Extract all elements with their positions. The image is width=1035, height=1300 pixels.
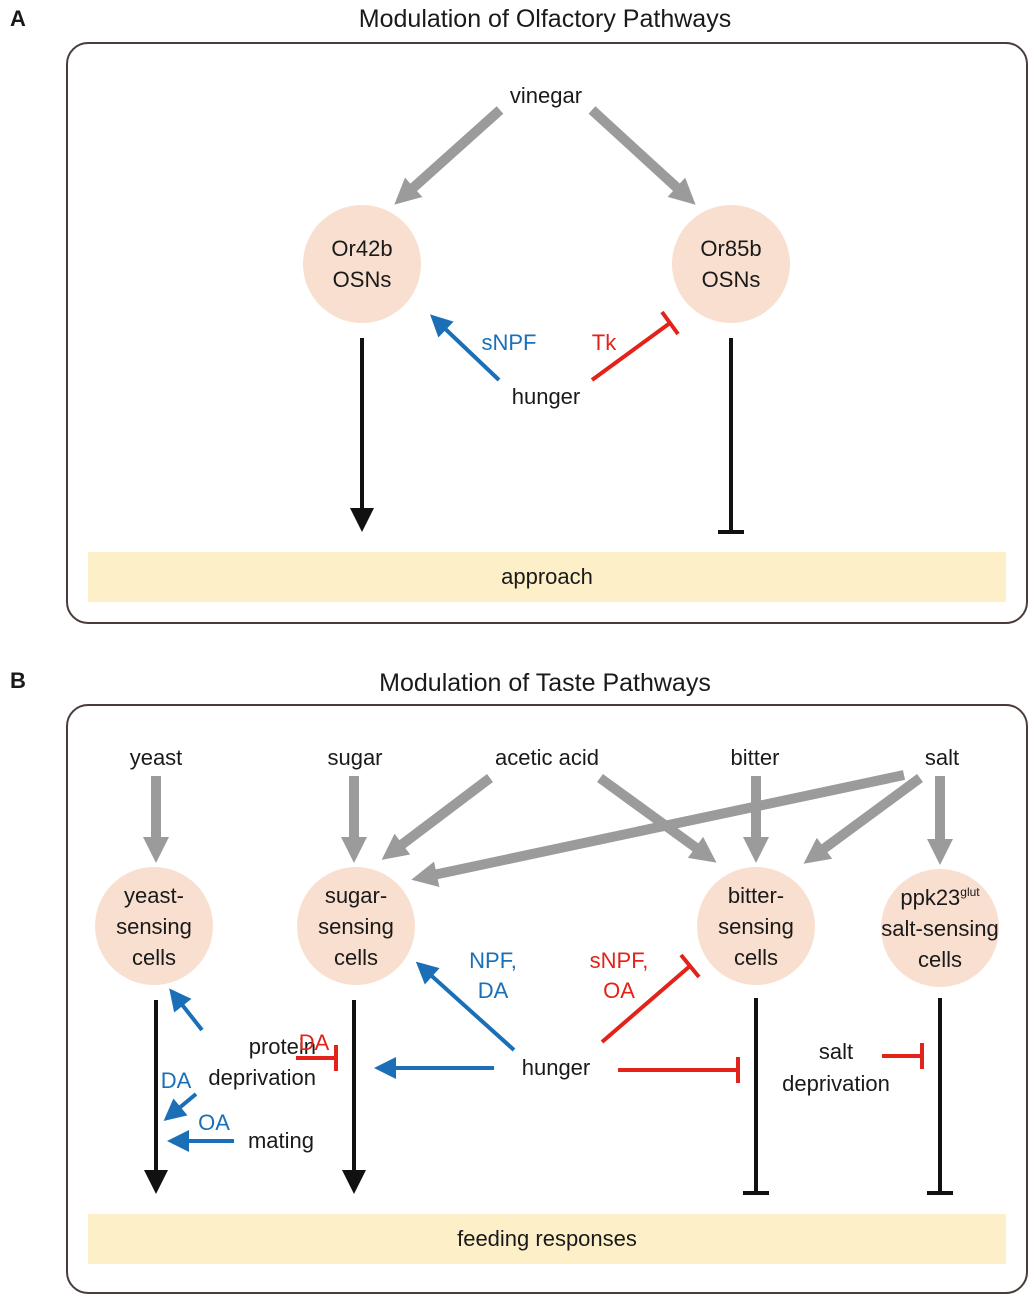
panel-a-letter: A xyxy=(10,6,26,31)
or85b-inhibits-approach xyxy=(718,338,744,534)
hunger-snpf-arrow xyxy=(430,314,501,382)
da-red-label: DA xyxy=(298,1030,330,1055)
salt-cells-inhibit-feeding xyxy=(927,998,953,1195)
bitter-sensing-node: bitter- sensing cells xyxy=(697,867,815,985)
hunger-inhibits-bitter-pathway xyxy=(618,1057,740,1083)
protein-da-to-yeast-pathway-arrow xyxy=(163,1092,198,1122)
oa-label: OA xyxy=(198,1110,230,1135)
feeding-responses-label: feeding responses xyxy=(457,1226,637,1251)
salt-label: salt xyxy=(924,745,960,770)
protein-deprivation-label: protein deprivation xyxy=(208,1034,316,1090)
hunger-label-a: hunger xyxy=(511,384,581,409)
approach-label: approach xyxy=(501,564,593,589)
hunger-npf-da-arrow xyxy=(415,961,516,1052)
salt-to-sugar-cells-arrow xyxy=(411,770,906,888)
salt-deprivation-label: salt deprivation xyxy=(782,1039,890,1096)
panel-b-frame xyxy=(66,704,1028,1294)
salt-deprivation-inhibition xyxy=(882,1043,924,1069)
ppk23-label: ppk23 xyxy=(900,884,961,910)
yeast-label: yeast xyxy=(129,745,183,770)
panel-a-frame xyxy=(66,42,1028,624)
yeast-sensing-node: yeast- sensing cells xyxy=(95,867,213,985)
acetic-acid-label: acetic acid xyxy=(495,745,599,770)
hunger-snpf-oa-inhibition xyxy=(600,953,701,1044)
bitter-label: bitter xyxy=(730,745,780,770)
or42b-node: Or42b OSNs xyxy=(303,205,421,323)
bitter-cells-inhibit-feeding xyxy=(743,998,769,1195)
snpf-oa-label: sNPF, OA xyxy=(589,948,649,1003)
tk-label: Tk xyxy=(591,330,617,355)
vinegar-to-or85b-arrow xyxy=(588,106,696,205)
acetic-to-bitter-cells-arrow xyxy=(597,773,717,863)
protein-da-inhibition xyxy=(296,1045,338,1071)
sugar-sensing-node: sugar- sensing cells xyxy=(297,867,415,985)
mating-label: mating xyxy=(247,1128,315,1153)
da-blue-label: DA xyxy=(160,1068,192,1093)
protein-to-yeast-cells-arrow xyxy=(169,988,204,1032)
panel-b-letter: B xyxy=(10,668,26,693)
glut-superscript: glut xyxy=(960,884,980,899)
panel-b-title: Modulation of Taste Pathways xyxy=(379,669,711,697)
salt-sensing-cells-label: salt-sensing cells xyxy=(881,915,999,972)
acetic-to-sugar-cells-arrow xyxy=(381,774,494,860)
panel-a-title: Modulation of Olfactory Pathways xyxy=(358,5,732,33)
hunger-tk-inhibition xyxy=(590,310,680,382)
approach-band xyxy=(88,552,1006,602)
vinegar-to-or42b-arrow xyxy=(394,106,504,205)
sugar-label: sugar xyxy=(327,745,383,770)
salt-sensing-node: ppk23glut salt-sensing cells xyxy=(881,869,999,987)
or85b-node: Or85b OSNs xyxy=(672,205,790,323)
hunger-label-b: hunger xyxy=(521,1055,591,1080)
snpf-label: sNPF xyxy=(481,330,537,355)
vinegar-label: vinegar xyxy=(509,83,583,108)
npf-da-label: NPF, DA xyxy=(469,948,517,1003)
salt-to-bitter-cells-arrow xyxy=(803,773,923,864)
feeding-band xyxy=(88,1214,1006,1264)
